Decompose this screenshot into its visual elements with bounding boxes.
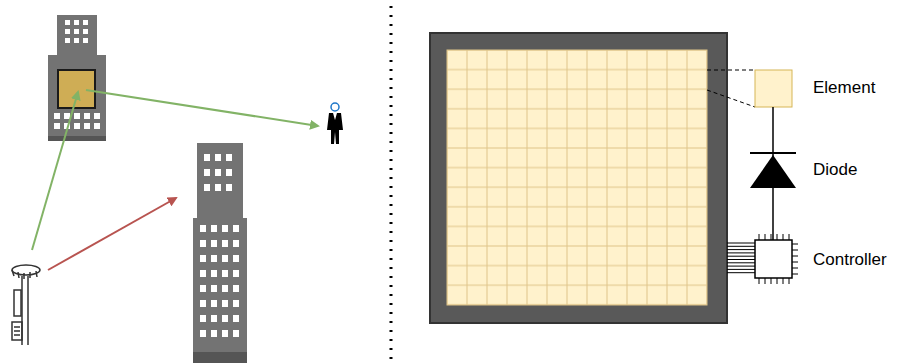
zoom-line (707, 90, 755, 107)
element-box (755, 70, 792, 107)
part-label: Diode (813, 160, 857, 180)
incident-signal (32, 92, 78, 250)
part-label: Element (813, 78, 875, 98)
part-label: Controller (813, 250, 887, 270)
diode-symbol (750, 153, 796, 188)
surface-frame (430, 33, 727, 323)
building (193, 143, 247, 363)
user-figure (327, 103, 343, 144)
base-station (12, 265, 40, 345)
building-with-surface (48, 15, 106, 141)
reflected-signal (86, 90, 318, 126)
divider (390, 6, 393, 363)
element-grid (447, 50, 707, 305)
zoom-line (707, 70, 755, 71)
control-bus (727, 243, 755, 273)
blocked-signal (48, 198, 176, 270)
controller-chip (755, 234, 798, 284)
